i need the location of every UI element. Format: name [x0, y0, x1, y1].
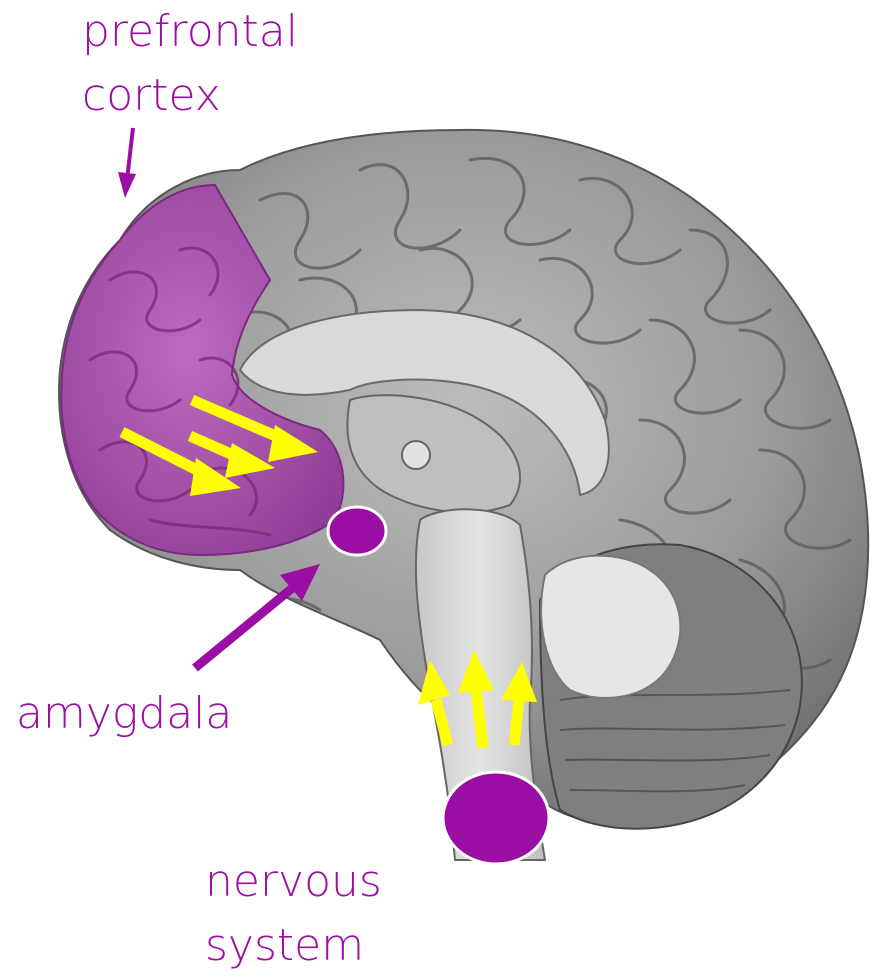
- prefrontal-cortex-label: prefrontal cortex: [82, 0, 298, 128]
- nervous-system-marker: [443, 772, 549, 864]
- amygdala-label: amygdala: [16, 682, 232, 746]
- nervous-system-label-line-2: system: [205, 914, 382, 978]
- signal-arrow-stem-2: [476, 690, 483, 748]
- prefrontal-cortex-label-line-2: cortex: [82, 64, 298, 128]
- signal-arrow-stem-3: [514, 700, 519, 745]
- amygdala-marker: [328, 507, 386, 555]
- nervous-system-label-line-1: nervous: [205, 850, 382, 914]
- prefrontal-cortex-label-line-1: prefrontal: [82, 0, 298, 64]
- arbor-vitae: [541, 556, 680, 698]
- nervous-system-label: nervous system: [205, 850, 382, 978]
